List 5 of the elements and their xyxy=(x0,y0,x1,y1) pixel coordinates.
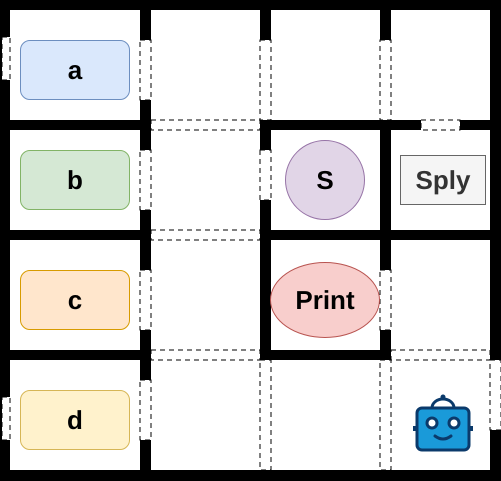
rounded-box: b xyxy=(20,150,130,210)
box-node: Sply xyxy=(400,155,486,205)
rounded-box: c xyxy=(20,270,130,330)
rounded-box: d xyxy=(20,390,130,450)
rounded-box: a xyxy=(20,40,130,100)
